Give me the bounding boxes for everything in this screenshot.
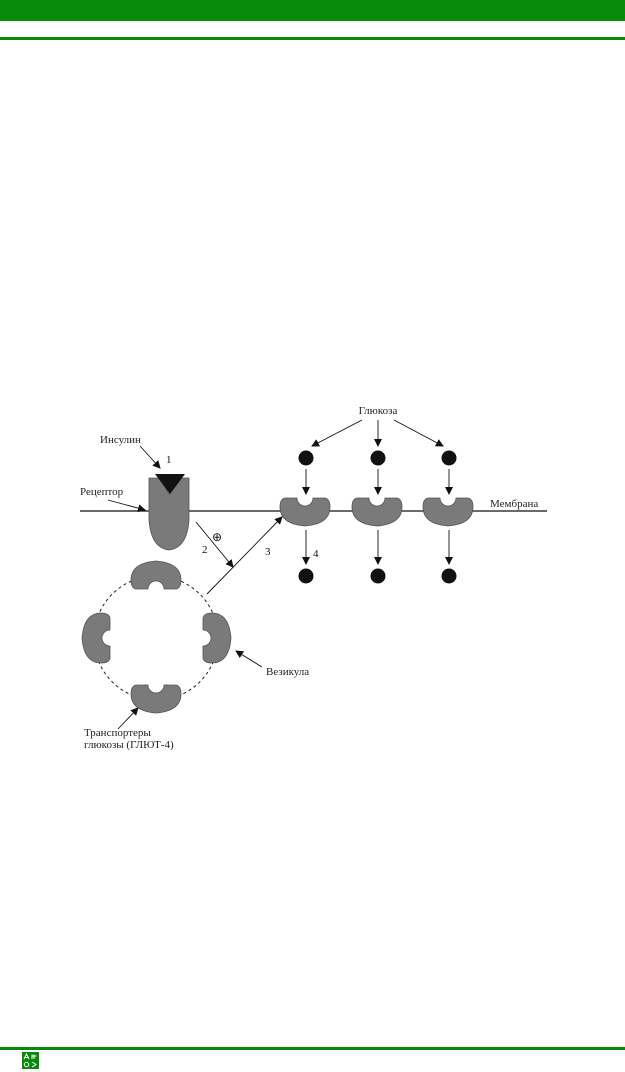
vesicle-label: Везикула — [266, 666, 309, 678]
membrane-transporter — [422, 497, 474, 527]
activation-plus-symbol: ⊕ — [212, 530, 222, 544]
vesicle-pointer — [235, 650, 263, 668]
membrane-transporter — [279, 497, 331, 527]
transporters-label-line2: глюкозы (ГЛЮТ-4) — [84, 739, 174, 751]
vesicle-transporter — [130, 684, 182, 714]
glucose-label: Глюкоза — [359, 405, 398, 417]
publisher-logo-icon[interactable] — [22, 1052, 39, 1069]
transporters-pointer — [117, 707, 139, 730]
transporters-label-line1: Транспортеры — [84, 727, 151, 739]
glucose-molecule — [441, 568, 457, 584]
glucose-molecule — [370, 568, 386, 584]
vesicle-transporter — [81, 612, 111, 664]
membrane-transporter — [351, 497, 403, 527]
insulin-pointer — [139, 445, 161, 469]
top-divider — [0, 37, 625, 40]
insulin-label: Инсулин — [100, 434, 141, 446]
step-3-label: 3 — [265, 546, 271, 558]
glucose-arrow — [311, 419, 363, 447]
glucose-molecule — [370, 450, 386, 466]
receptor-label: Рецептор — [80, 486, 124, 498]
bottom-divider — [0, 1047, 625, 1050]
top-header-bar — [0, 0, 625, 21]
vesicle-transporter — [202, 612, 232, 664]
vesicle-transporter — [130, 560, 182, 590]
step-2-label: 2 — [202, 544, 208, 556]
insulin-receptor — [148, 477, 190, 551]
vesicle — [93, 575, 219, 701]
signal-arrow — [195, 521, 234, 568]
glucose-arrow — [393, 419, 444, 447]
receptor-pointer — [107, 499, 146, 513]
glucose-molecule — [298, 450, 314, 466]
membrane-label: Мембрана — [490, 498, 538, 510]
translocation-arrow — [206, 516, 283, 595]
glucose-molecule — [298, 568, 314, 584]
step-4-label: 4 — [313, 548, 319, 560]
insulin-molecule — [155, 474, 185, 494]
step-1-label: 1 — [166, 454, 172, 466]
glucose-molecule — [441, 450, 457, 466]
